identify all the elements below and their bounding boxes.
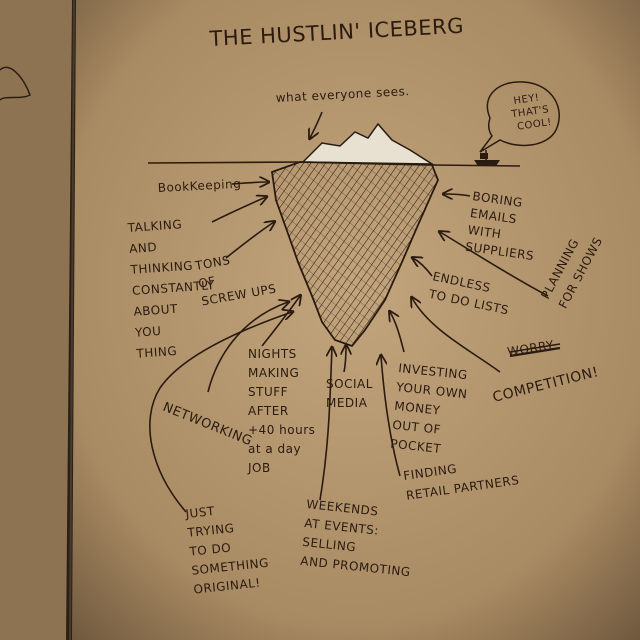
strike-line: [509, 346, 561, 358]
label-line: TO DO: [188, 540, 232, 558]
arrow-finding: [381, 356, 401, 477]
arrow-just-trying: [149, 312, 292, 513]
arrows: [149, 111, 549, 513]
label-line: OUT OF: [392, 418, 442, 437]
bubble-line: THAT'S: [510, 104, 550, 120]
label-line: NIGHTS: [248, 347, 297, 361]
label-line: SOCIAL: [326, 377, 373, 391]
arrow-planning: [440, 232, 549, 297]
label-line: POCKET: [390, 437, 442, 456]
label-line: at a day: [248, 442, 301, 456]
arrow-competition: [412, 298, 501, 373]
left-page-edge: [0, 0, 72, 640]
water-line: [147, 161, 521, 167]
label-line: JOB: [247, 461, 271, 475]
label-bookkeeping: BookKeeping: [157, 177, 241, 195]
label-line: STUFF: [248, 385, 288, 399]
label-line: WITH: [467, 223, 502, 242]
arrow-networking: [207, 302, 288, 393]
label-line: CONSTANTLY: [132, 278, 216, 298]
label-line: ABOUT: [133, 302, 178, 319]
label-line: MAKING: [248, 366, 299, 380]
label-line: THING: [135, 344, 178, 361]
label-line: AFTER: [248, 404, 289, 418]
label-line: TONS: [193, 253, 231, 273]
bubble-text: HEY!THAT'SCOOL!: [508, 91, 553, 133]
label-line: JUST: [184, 504, 216, 521]
arrow-weekends: [319, 348, 332, 501]
label-line: TALKING: [126, 217, 182, 235]
iceberg-crosshatch: [272, 162, 438, 346]
arrow-social: [344, 346, 346, 373]
left-page-doodle: [0, 66, 31, 101]
label-line: BookKeeping: [157, 177, 241, 195]
label-line: EMAILS: [469, 206, 517, 226]
label-social: SOCIAL MEDIA: [326, 377, 373, 410]
label-line: MONEY: [394, 399, 442, 418]
bubble-line: HEY!: [513, 92, 540, 107]
label-line: BORING: [472, 189, 524, 210]
iceberg-tip: [301, 122, 435, 165]
speech-bubble-text: HEY!THAT'SCOOL!: [508, 91, 553, 133]
label-line: AND: [129, 240, 158, 256]
arrow-endless: [413, 258, 433, 277]
speech-bubble: [479, 81, 560, 153]
label-line: OF: [197, 274, 217, 291]
label-line: MEDIA: [326, 396, 368, 410]
arrow-boring-emails: [444, 194, 471, 196]
arrow-investing: [390, 312, 405, 353]
arrow-bookkeeping: [231, 182, 268, 184]
label-line: TRYING: [186, 521, 235, 540]
label-line: YOU: [134, 324, 162, 340]
arrow-screwups: [225, 222, 274, 259]
label-line: THINKING: [129, 259, 193, 277]
label-line: +40 hours: [248, 423, 315, 437]
strike-line-2: [509, 343, 561, 353]
arrow-talking: [211, 197, 266, 223]
arrow-top-note: [310, 111, 323, 138]
boat-icon: [474, 150, 500, 166]
bubble-line: COOL!: [517, 117, 553, 133]
page-gutter: [69, 0, 75, 640]
label-talking: TALKING AND THINKINGCONSTANTLY ABOUT YOU THIN…: [126, 215, 219, 361]
label-line: SELLING: [302, 535, 357, 555]
